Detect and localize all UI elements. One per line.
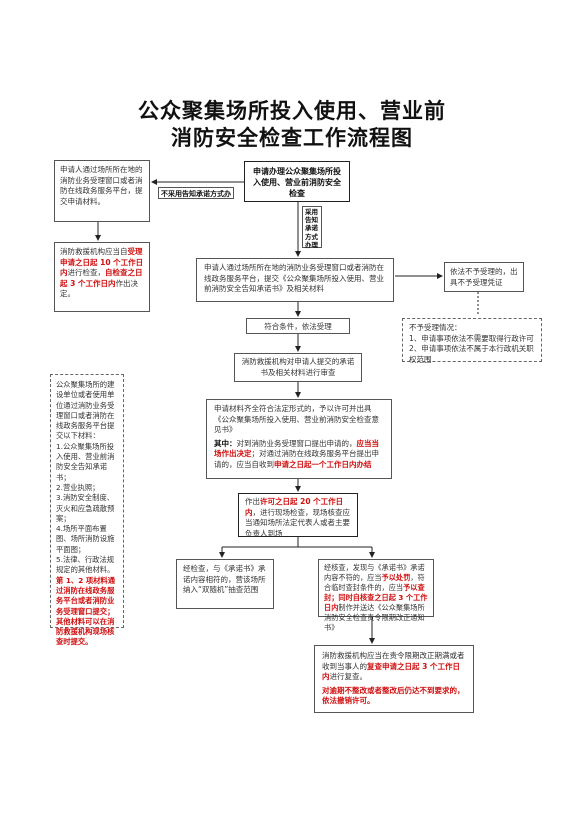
inspect-text-c: ，进行现场检查，现场核查应当通知场所法定代表人或者主要负责人到场 [245,507,350,538]
decision-box: 消防救援机构应当自受理申请之日起 10 个工作日内进行检查，自检查之日起 3 个… [54,242,150,312]
materials-text-d: 应当当场作出决定 [214,438,379,459]
materials-text-b: 其中： [214,438,237,448]
inspect-deadline: 许可之日起 20 个工作日内 [245,497,344,517]
rectify-text-c: 进行复查。 [329,672,368,681]
page-title-line1: 公众聚集场所投入使用、营业前 [138,99,446,123]
accept-box: 符合条件，依法受理 [246,318,350,334]
rectify-text-a: 消防救援机构应当在责令限期改正期满或者收到当事人的 [322,651,465,671]
rectify-revoke: 对逾期不整改或者整改后仍达不到要求的，依法撤销许可。 [322,685,465,706]
reject-notice-box: 依法不予受理的，出具不予受理凭证 [444,262,524,292]
materials-list-item-4: 4.场所平面布置图、场所消防设施平面图； [56,524,115,554]
commitment-apply-box: 申请人通过场所所在地的消防业务受理窗口或者消防在线政务服务平台，提交《公众聚集场… [196,258,394,302]
fail-text-c: ，符合临时查封条件的，应当 [324,573,425,592]
fail-text-e: 制作并送达《公众聚集场所消防安全检查责令限期改正通知书》 [324,603,425,632]
required-materials-box: 公众聚集场所的建设单位或者使用单位通过消防业务受理窗口或者消防在线政务服务平台提… [50,374,124,646]
start-box: 申请办理公众聚集场所投入使用、营业前消防安全检查 [244,161,350,202]
materials-list-title: 公众聚集场所的建设单位或者使用单位通过消防业务受理窗口或者消防在线政务服务平台提… [56,380,115,441]
review-box: 消防救援机构对申请人提交的承诺书及相关材料进行审查 [234,353,362,382]
rectify-deadline: 复查申请之日起 3 个工作日内 [322,661,460,682]
materials-list-note: 第 1、2 项材料通过消防在线政务服务平台或者消防业务受理窗口提交；其他材料可以… [56,575,116,647]
reject-reasons-title: 不予受理情况： [409,323,462,332]
reject-reasons-box: 不予受理情况： 1、申请事项依法不需要取得行政许可 2、申请事项依法不属于本行政… [402,318,542,364]
decision-deadline-1: 受理申请之日起 10 个工作日内 [60,247,144,277]
decision-deadline-2: 自检查之日起 3 个工作日内 [60,268,143,288]
materials-text-e: ；对通过消防在线政务服务平台提出申请的，应当自收到 [214,449,379,469]
materials-text-c: 对到消防业务受理窗口提出申请的， [236,438,357,448]
materials-list-item-5: 5.法律、行政法规规定的其他材料。 [56,555,115,575]
onsite-inspection-box: 作出许可之日起 20 个工作日内，进行现场检查，现场核查应当通知场所法定代表人或… [238,493,358,538]
reject-reason-2: 2、申请事项依法不属于本行政机关职权范围 [409,344,534,364]
inspect-text-a: 作出 [245,497,260,506]
pass-box: 经检查，与《承诺书》承诺内容相符的，营该场所纳入“双随机”抽查范围 [176,559,274,609]
decision-text-c: 进行检查， [67,268,106,277]
apply-materials-box: 申请人通过场所所在地的消防业务受理窗口或者消防在线政务服务平台，提交申请材料。 [54,160,150,222]
materials-list-item-2: 2.营业执照； [56,482,100,492]
no-commitment-label: 不采用告知承诺方式办 [158,187,234,199]
fail-penalty: 予以处罚 [381,573,411,582]
materials-list-item-1: 1.公众聚集场所投入使用、营业前消防安全告知承诺书； [56,441,115,482]
reject-reason-1: 1、申请事项依法不需要取得行政许可 [409,333,534,343]
materials-list-item-3: 3.消防安全制度、灭火和应急疏散预案； [56,493,115,523]
fail-box: 经核查，发现与《承诺书》承诺内容不符的，应当予以处罚，符合临时查封条件的，应当予… [318,559,434,632]
materials-text-f: 申请之日起一个工作日内办结 [274,459,372,469]
commitment-label: 采用告知承诺方式办理 [302,206,322,249]
fail-seal-deadline: 予以查封；同时自核查之日起 3 个工作日内 [324,583,428,612]
decision-text-a: 消防救援机构应当自 [60,247,128,256]
rectify-box: 消防救援机构应当在责令限期改正期满或者收到当事人的复查申请之日起 3 个工作日内… [314,645,474,713]
decision-text-e: 作出决定。 [60,278,138,299]
materials-check-box: 申请材料齐全符合法定形式的，予以许可并出具《公众聚集场所投入使用、营业前消防安全… [206,399,392,479]
page-title-line2: 消防安全检查工作流程图 [171,126,413,150]
materials-text-a: 申请材料齐全符合法定形式的，予以许可并出具《公众聚集场所投入使用、营业前消防安全… [214,404,379,434]
fail-text-a: 经核查，发现与《承诺书》承诺内容不符的，应当 [324,563,425,582]
